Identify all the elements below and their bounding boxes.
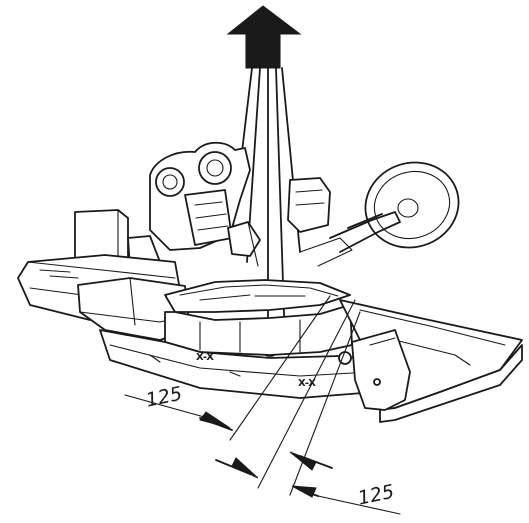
guide-wheel xyxy=(299,161,460,267)
base-frame xyxy=(17,254,376,399)
lift-arrow-icon xyxy=(226,5,302,69)
marking-left: X-X xyxy=(196,352,214,363)
dimension-label-upper: 125 xyxy=(144,383,184,412)
lifting-hook xyxy=(227,221,261,267)
dimension-label-lower: 125 xyxy=(356,481,396,510)
surface-markings: X-X X-X xyxy=(196,352,316,389)
marking-right: X-X xyxy=(298,378,316,389)
right-platform xyxy=(338,299,523,423)
dimension-lines xyxy=(124,295,401,515)
gearbox-assembly xyxy=(149,141,331,251)
